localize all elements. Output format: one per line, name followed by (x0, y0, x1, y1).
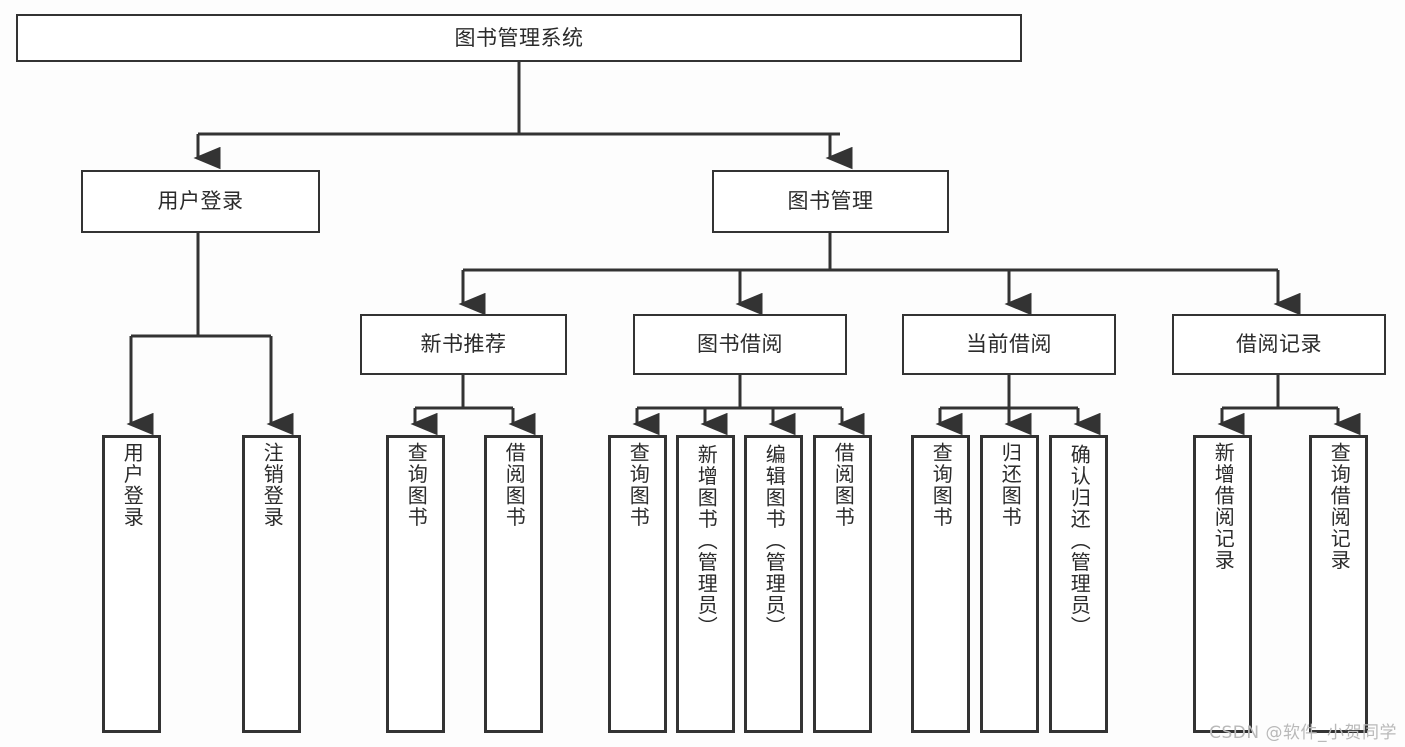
leaf-query-book-3[interactable]: 查询图书 (911, 435, 970, 733)
node-user-login[interactable]: 用户登录 (81, 170, 320, 233)
leaf-edit-book[interactable]: 编辑图书（管理员） (744, 435, 803, 733)
leaf-borrow-book-1-label: 借阅图书 (502, 442, 527, 528)
node-current-borrow[interactable]: 当前借阅 (902, 314, 1116, 375)
watermark: CSDN @软件_小贺同学 (1209, 723, 1397, 743)
leaf-query-book-2[interactable]: 查询图书 (608, 435, 667, 733)
leaf-add-borrow-record-label: 新增借阅记录 (1211, 442, 1236, 571)
leaf-return-book-label: 归还图书 (998, 442, 1023, 528)
leaf-return-book[interactable]: 归还图书 (980, 435, 1039, 733)
node-root[interactable]: 图书管理系统 (16, 14, 1022, 62)
leaf-query-book-3-label: 查询图书 (929, 442, 954, 528)
leaf-user-login[interactable]: 用户登录 (102, 435, 161, 733)
leaf-confirm-return[interactable]: 确认归还（管理员） (1049, 435, 1108, 733)
node-borrow-record-label: 借阅记录 (1236, 332, 1322, 357)
node-new-book-recommend[interactable]: 新书推荐 (360, 314, 567, 375)
leaf-add-book[interactable]: 新增图书（管理员） (676, 435, 735, 733)
leaf-query-borrow-record[interactable]: 查询借阅记录 (1309, 435, 1368, 733)
node-user-login-label: 用户登录 (157, 189, 244, 214)
leaf-edit-book-label: 编辑图书（管理员） (762, 444, 787, 638)
node-book-management-label: 图书管理 (787, 189, 874, 214)
leaf-user-login-label: 用户登录 (120, 442, 145, 528)
leaf-logout-login[interactable]: 注销登录 (242, 435, 301, 733)
leaf-confirm-return-label: 确认归还（管理员） (1067, 444, 1092, 638)
leaf-query-borrow-record-label: 查询借阅记录 (1327, 442, 1352, 571)
leaf-borrow-book-1[interactable]: 借阅图书 (484, 435, 543, 733)
leaf-borrow-book-2[interactable]: 借阅图书 (813, 435, 872, 733)
leaf-query-book-2-label: 查询图书 (626, 442, 651, 528)
leaf-logout-login-label: 注销登录 (260, 442, 285, 528)
node-current-borrow-label: 当前借阅 (966, 332, 1052, 357)
leaf-query-book-1[interactable]: 查询图书 (386, 435, 445, 733)
leaf-query-book-1-label: 查询图书 (404, 442, 429, 528)
node-book-borrow-label: 图书借阅 (697, 332, 783, 357)
node-borrow-record[interactable]: 借阅记录 (1172, 314, 1386, 375)
leaf-add-book-label: 新增图书（管理员） (694, 444, 719, 638)
node-root-label: 图书管理系统 (454, 25, 584, 50)
node-new-book-recommend-label: 新书推荐 (420, 332, 507, 357)
node-book-management[interactable]: 图书管理 (712, 170, 949, 233)
node-book-borrow[interactable]: 图书借阅 (633, 314, 847, 375)
leaf-borrow-book-2-label: 借阅图书 (831, 442, 856, 528)
leaf-add-borrow-record[interactable]: 新增借阅记录 (1193, 435, 1252, 733)
